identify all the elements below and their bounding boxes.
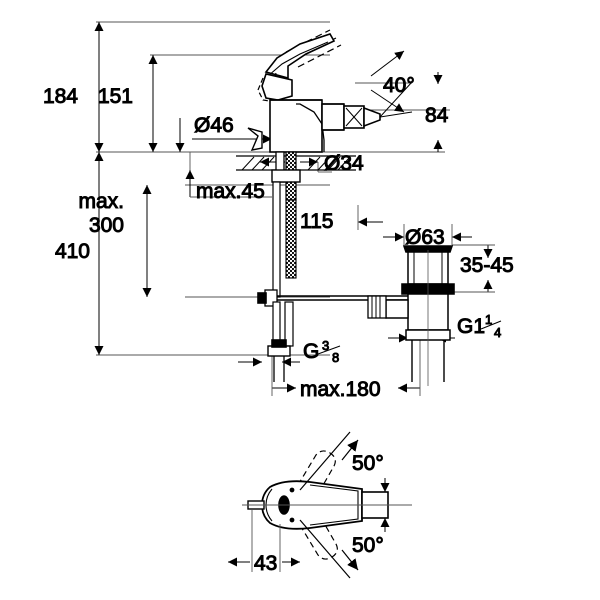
dimension-184: 184 — [42, 22, 104, 152]
dimension-max-45-label: max.45 — [196, 180, 265, 203]
dimension-g38: G 3 8 — [238, 338, 341, 367]
outlet-tip — [363, 106, 381, 128]
supply-hose-left — [272, 181, 281, 298]
dimension-max-45: max.45 — [185, 152, 272, 204]
popup-waste-assembly — [367, 245, 455, 386]
dimension-35-45-label: 35-45 — [460, 254, 514, 277]
dimension-151: 151 — [97, 55, 158, 152]
dimension-410: 410 — [54, 152, 104, 355]
plan-angle-dimensions: 50° 50° — [299, 431, 390, 579]
dimension-angle-40-label: 40° — [383, 74, 415, 97]
dimension-diameter-46-label: Ø46 — [194, 114, 234, 137]
dimension-151-label: 151 — [98, 85, 133, 108]
waste-rod-housing — [385, 299, 409, 319]
dimension-angle-40: 40° — [355, 50, 415, 113]
mounting-clip — [247, 127, 263, 151]
dimension-115: 115 — [300, 205, 383, 234]
fixing-nut — [271, 169, 301, 183]
dimension-84-label: 84 — [425, 104, 449, 127]
dimension-g38-base: G — [303, 340, 319, 363]
dimension-43-label: 43 — [254, 552, 277, 575]
dimension-g38-denominator: 8 — [332, 350, 339, 365]
swivel-ghost-up — [297, 450, 336, 495]
supply-hose-right — [285, 199, 297, 279]
dimension-184-label: 184 — [43, 85, 78, 108]
dimension-swivel-50-lower-label: 50° — [352, 534, 384, 557]
dimension-max-300-label-line2: 300 — [89, 214, 124, 237]
spray-rays — [379, 81, 413, 118]
dimension-43: 43 — [228, 510, 300, 576]
faucet-elevation-geometry — [236, 29, 455, 386]
dimension-g114: G1 1 4 — [388, 312, 502, 343]
dimension-35-45: 35-45 — [452, 244, 514, 293]
dimension-g38-numerator: 3 — [322, 338, 329, 353]
mixer-body — [269, 99, 323, 153]
dimension-g114-numerator: 1 — [485, 312, 492, 327]
faucet-plan-geometry — [242, 450, 412, 560]
dimension-max-300-label-line1: max. — [78, 190, 124, 213]
waste-adjust-nut — [367, 295, 387, 319]
dimension-g114-base: G1 — [457, 315, 485, 338]
dimension-max-180: max.180 — [271, 330, 421, 402]
dimension-swivel-50-upper-label: 50° — [352, 452, 384, 475]
spout-arm — [321, 103, 345, 131]
dimension-410-label: 410 — [55, 240, 90, 263]
dimension-g114-denominator: 4 — [494, 325, 501, 340]
supply-connector-g38 — [267, 339, 291, 382]
lever-handle — [264, 33, 336, 80]
dimension-115-label: 115 — [300, 210, 333, 233]
spout-inner-contour — [296, 103, 325, 152]
dimension-84: 84 — [425, 72, 449, 152]
dimension-max-180-label: max.180 — [300, 378, 381, 401]
waste-flange — [402, 245, 454, 253]
